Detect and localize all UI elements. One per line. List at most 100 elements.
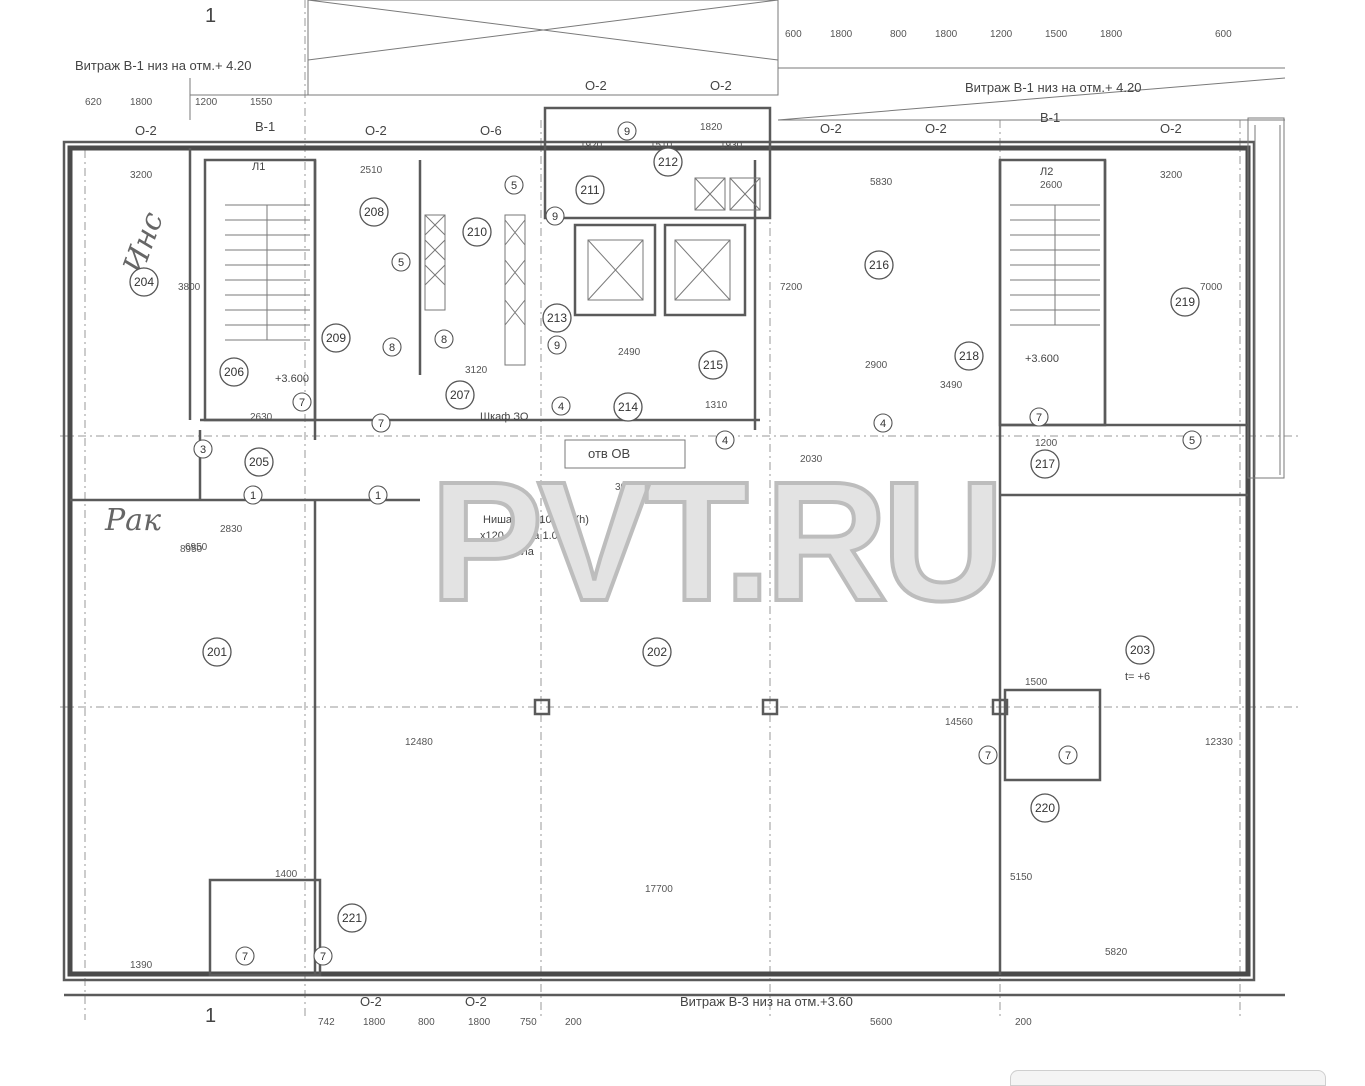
level-left: +3.600	[275, 373, 309, 385]
svg-text:206: 206	[224, 365, 244, 379]
svg-text:2630: 2630	[250, 412, 273, 423]
svg-text:220: 220	[1035, 801, 1055, 815]
svg-text:1310: 1310	[705, 400, 728, 411]
room-tag-218: 218	[954, 341, 984, 371]
svg-text:5830: 5830	[870, 177, 893, 188]
svg-text:6950: 6950	[185, 542, 208, 553]
svg-text:7: 7	[1036, 412, 1042, 424]
door-tag-8: 8	[382, 337, 402, 357]
room-tag-201: 201	[202, 637, 232, 667]
svg-text:215: 215	[703, 358, 723, 372]
room-tag-221: 221	[337, 903, 367, 933]
room-tag-207: 207	[445, 380, 475, 410]
door-tag-9: 9	[545, 206, 565, 226]
door-tag-4: 4	[551, 396, 571, 416]
window-mark: О-2	[465, 994, 487, 1009]
svg-text:3120: 3120	[465, 365, 488, 376]
room-tag-206: 206	[219, 357, 249, 387]
svg-text:1500: 1500	[1025, 677, 1048, 688]
door-tag-7: 7	[1058, 745, 1078, 765]
door-tag-1: 1	[368, 485, 388, 505]
svg-text:218: 218	[959, 349, 979, 363]
svg-text:1400: 1400	[275, 869, 298, 880]
svg-text:620: 620	[85, 97, 102, 108]
svg-text:9: 9	[554, 340, 560, 352]
window-mark: В-1	[1040, 110, 1060, 125]
vitrage-top-right-label: Витраж В-1 низ на отм.+ 4.20	[965, 80, 1141, 95]
room-tag-202: 202	[642, 637, 672, 667]
svg-text:2510: 2510	[360, 165, 383, 176]
window-mark: О-2	[1160, 121, 1182, 136]
room-tag-220: 220	[1030, 793, 1060, 823]
svg-text:7: 7	[320, 951, 326, 963]
window-mark: О-2	[925, 121, 947, 136]
svg-text:3200: 3200	[130, 170, 153, 181]
handwritten-note: Рак	[104, 503, 161, 538]
svg-text:1200: 1200	[1035, 438, 1058, 449]
svg-text:1: 1	[250, 490, 256, 502]
svg-text:1800: 1800	[363, 1017, 386, 1028]
svg-text:800: 800	[890, 29, 907, 40]
door-tag-5: 5	[391, 252, 411, 272]
svg-text:5: 5	[398, 257, 404, 269]
window-mark: О-2	[135, 123, 157, 138]
svg-text:5: 5	[1189, 435, 1195, 447]
svg-text:1390: 1390	[130, 960, 153, 971]
dimensions-bottom: 742 1800 800 1800 750 200 5600 200	[318, 1017, 1032, 1028]
door-tag-7: 7	[235, 946, 255, 966]
window-mark: О-2	[820, 121, 842, 136]
svg-text:209: 209	[326, 331, 346, 345]
svg-text:217: 217	[1035, 457, 1055, 471]
svg-text:216: 216	[869, 258, 889, 272]
door-tag-5: 5	[1182, 430, 1202, 450]
room-tag-219: 219	[1170, 287, 1200, 317]
svg-text:1800: 1800	[130, 97, 153, 108]
door-tag-4: 4	[873, 413, 893, 433]
window-mark: О-6	[480, 123, 502, 138]
window-mark: О-2	[360, 994, 382, 1009]
window-mark: В-1	[255, 119, 275, 134]
svg-text:2900: 2900	[865, 360, 888, 371]
svg-text:3: 3	[200, 444, 206, 456]
svg-text:202: 202	[647, 645, 667, 659]
svg-text:1200: 1200	[990, 29, 1013, 40]
svg-text:8: 8	[389, 342, 395, 354]
svg-text:17700: 17700	[645, 884, 673, 895]
svg-text:7000: 7000	[1200, 282, 1223, 293]
door-tag-7: 7	[313, 946, 333, 966]
svg-text:8950: 8950	[180, 544, 203, 555]
room-tag-212: 212	[653, 147, 683, 177]
niche-note-line-2: х120 низ на 1.0м от	[480, 530, 579, 542]
svg-text:5: 5	[511, 180, 517, 192]
svg-text:1820: 1820	[700, 122, 723, 133]
niche-note-line-1: Ниша ЗО 610х530(h)	[483, 514, 589, 526]
door-tag-3: 3	[193, 439, 213, 459]
svg-text:9: 9	[552, 211, 558, 223]
svg-text:219: 219	[1175, 295, 1195, 309]
niche-note-line-3: ур. ч. пола	[480, 546, 535, 558]
svg-text:7: 7	[242, 951, 248, 963]
stair-left	[225, 204, 310, 341]
svg-text:2490: 2490	[618, 347, 641, 358]
section-mark-top: 1	[205, 5, 216, 27]
svg-text:211: 211	[580, 183, 599, 197]
door-tag-9: 9	[617, 121, 637, 141]
door-tag-4: 4	[715, 430, 735, 450]
room-tag-214: 214	[613, 392, 643, 422]
svg-text:2030: 2030	[800, 454, 823, 465]
svg-text:8: 8	[441, 334, 447, 346]
svg-text:203: 203	[1130, 643, 1150, 657]
svg-text:3800: 3800	[178, 282, 201, 293]
shaft-label: Шкаф ЗО	[480, 411, 529, 423]
svg-text:5150: 5150	[1010, 872, 1033, 883]
svg-text:2830: 2830	[220, 524, 243, 535]
room-tag-215: 215	[698, 350, 728, 380]
svg-text:1510: 1510	[650, 140, 673, 151]
svg-text:1800: 1800	[1100, 29, 1123, 40]
svg-text:9: 9	[624, 126, 630, 138]
room-tag-213: 213	[542, 303, 572, 333]
svg-text:4: 4	[722, 435, 728, 447]
svg-text:221: 221	[342, 911, 362, 925]
door-tag-7: 7	[371, 413, 391, 433]
